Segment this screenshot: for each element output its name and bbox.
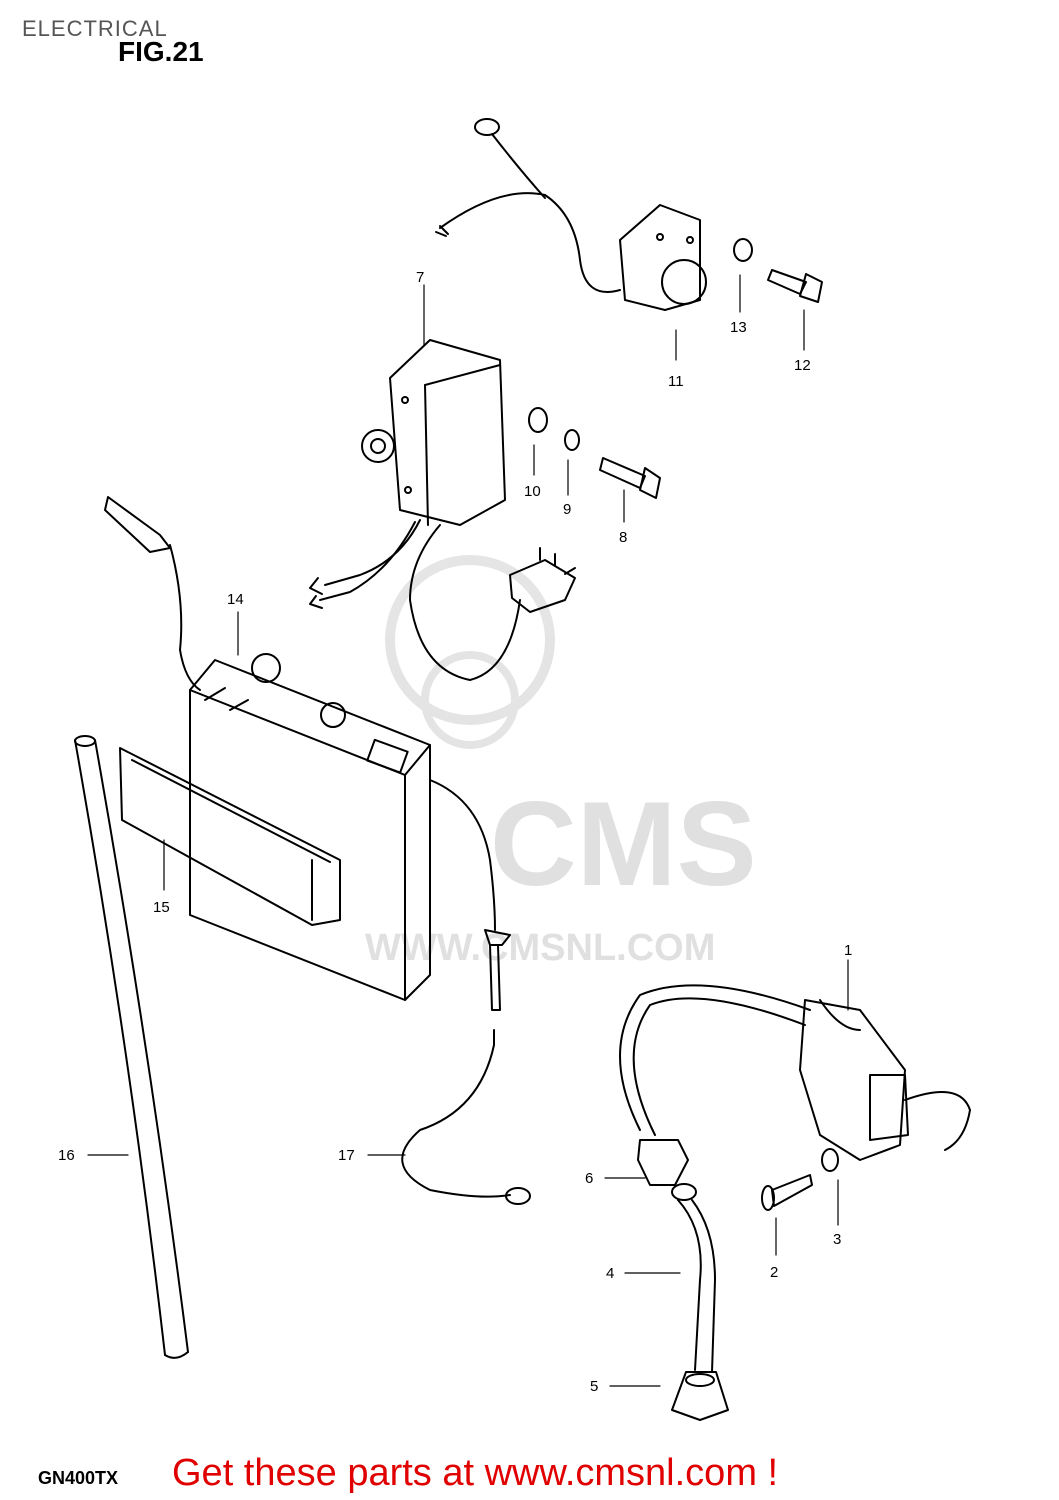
- part-6-cap: [637, 1139, 697, 1201]
- part-2-screw: [761, 1174, 813, 1211]
- callout-1: 1: [844, 942, 852, 959]
- shop-link-banner[interactable]: Get these parts at www.cmsnl.com !: [172, 1452, 779, 1494]
- callout-17: 17: [338, 1147, 355, 1164]
- leader-lines: [87, 274, 849, 1387]
- part-17-ground-lead: [401, 779, 531, 1205]
- callout-8: 8: [619, 529, 627, 546]
- part-16-hose: [74, 735, 189, 1359]
- part-1-ignition-coil: [619, 984, 971, 1161]
- callout-9: 9: [563, 501, 571, 518]
- part-7-rectifier: [309, 339, 576, 681]
- watermark-url: WWW.CMSNL.COM: [365, 927, 715, 969]
- watermark-brand: CMS: [490, 777, 757, 911]
- part-13-washer: [733, 238, 753, 262]
- part-14-battery: [189, 653, 431, 1001]
- model-code: GN400TX: [38, 1468, 119, 1488]
- callout-12: 12: [794, 357, 811, 374]
- part-10-washer: [528, 407, 548, 433]
- callout-2: 2: [770, 1264, 778, 1281]
- section-title: ELECTRICAL: [22, 16, 168, 41]
- watermark: CMS WWW.CMSNL.COM: [365, 555, 757, 969]
- callout-4: 4: [606, 1265, 614, 1282]
- callout-14: 14: [227, 591, 244, 608]
- part-15-strap: [119, 747, 341, 926]
- battery-lead-wire: [104, 496, 201, 691]
- part-12-bolt: [767, 269, 823, 303]
- callout-5: 5: [590, 1378, 598, 1395]
- callout-3: 3: [833, 1231, 841, 1248]
- callout-7: 7: [416, 269, 424, 286]
- callout-10: 10: [524, 483, 541, 500]
- callout-16: 16: [58, 1147, 75, 1164]
- part-3-washer: [821, 1148, 839, 1172]
- callout-labels: 7 14 15 16 17 11 13 12 10 9 8 1 2 3 6 4 …: [58, 269, 852, 1395]
- part-8-bolt: [599, 457, 661, 499]
- callout-11: 11: [668, 373, 684, 390]
- part-11-switch: [435, 118, 707, 311]
- callout-6: 6: [585, 1170, 593, 1187]
- figure-label: FIG.21: [118, 36, 204, 67]
- callout-15: 15: [153, 899, 170, 916]
- callout-13: 13: [730, 319, 747, 336]
- part-4-lead: [677, 1199, 716, 1373]
- part-9-washer: [564, 429, 580, 451]
- part-5-plug-cap: [671, 1371, 729, 1421]
